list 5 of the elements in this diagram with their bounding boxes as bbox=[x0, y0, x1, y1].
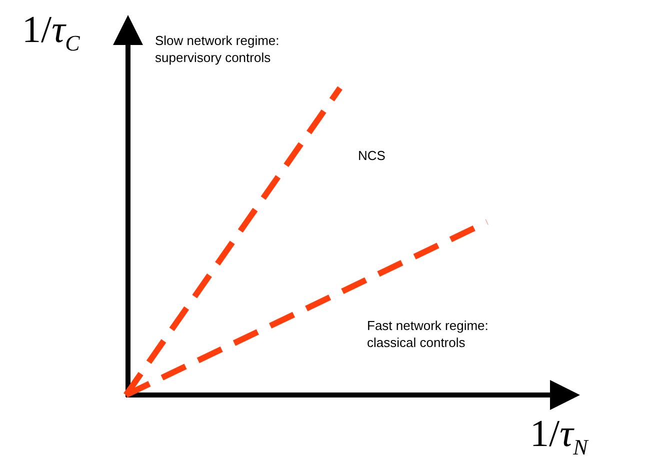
axis-label: 1/τ$_{C}$ bbox=[22, 8, 80, 58]
region-label: Slow network regime: supervisory controls bbox=[155, 32, 280, 66]
axis-label: 1/τ$_{N}$ bbox=[530, 412, 588, 462]
region-label: Fast network regime: classical controls bbox=[367, 317, 490, 351]
region-label: NCS bbox=[358, 147, 386, 164]
